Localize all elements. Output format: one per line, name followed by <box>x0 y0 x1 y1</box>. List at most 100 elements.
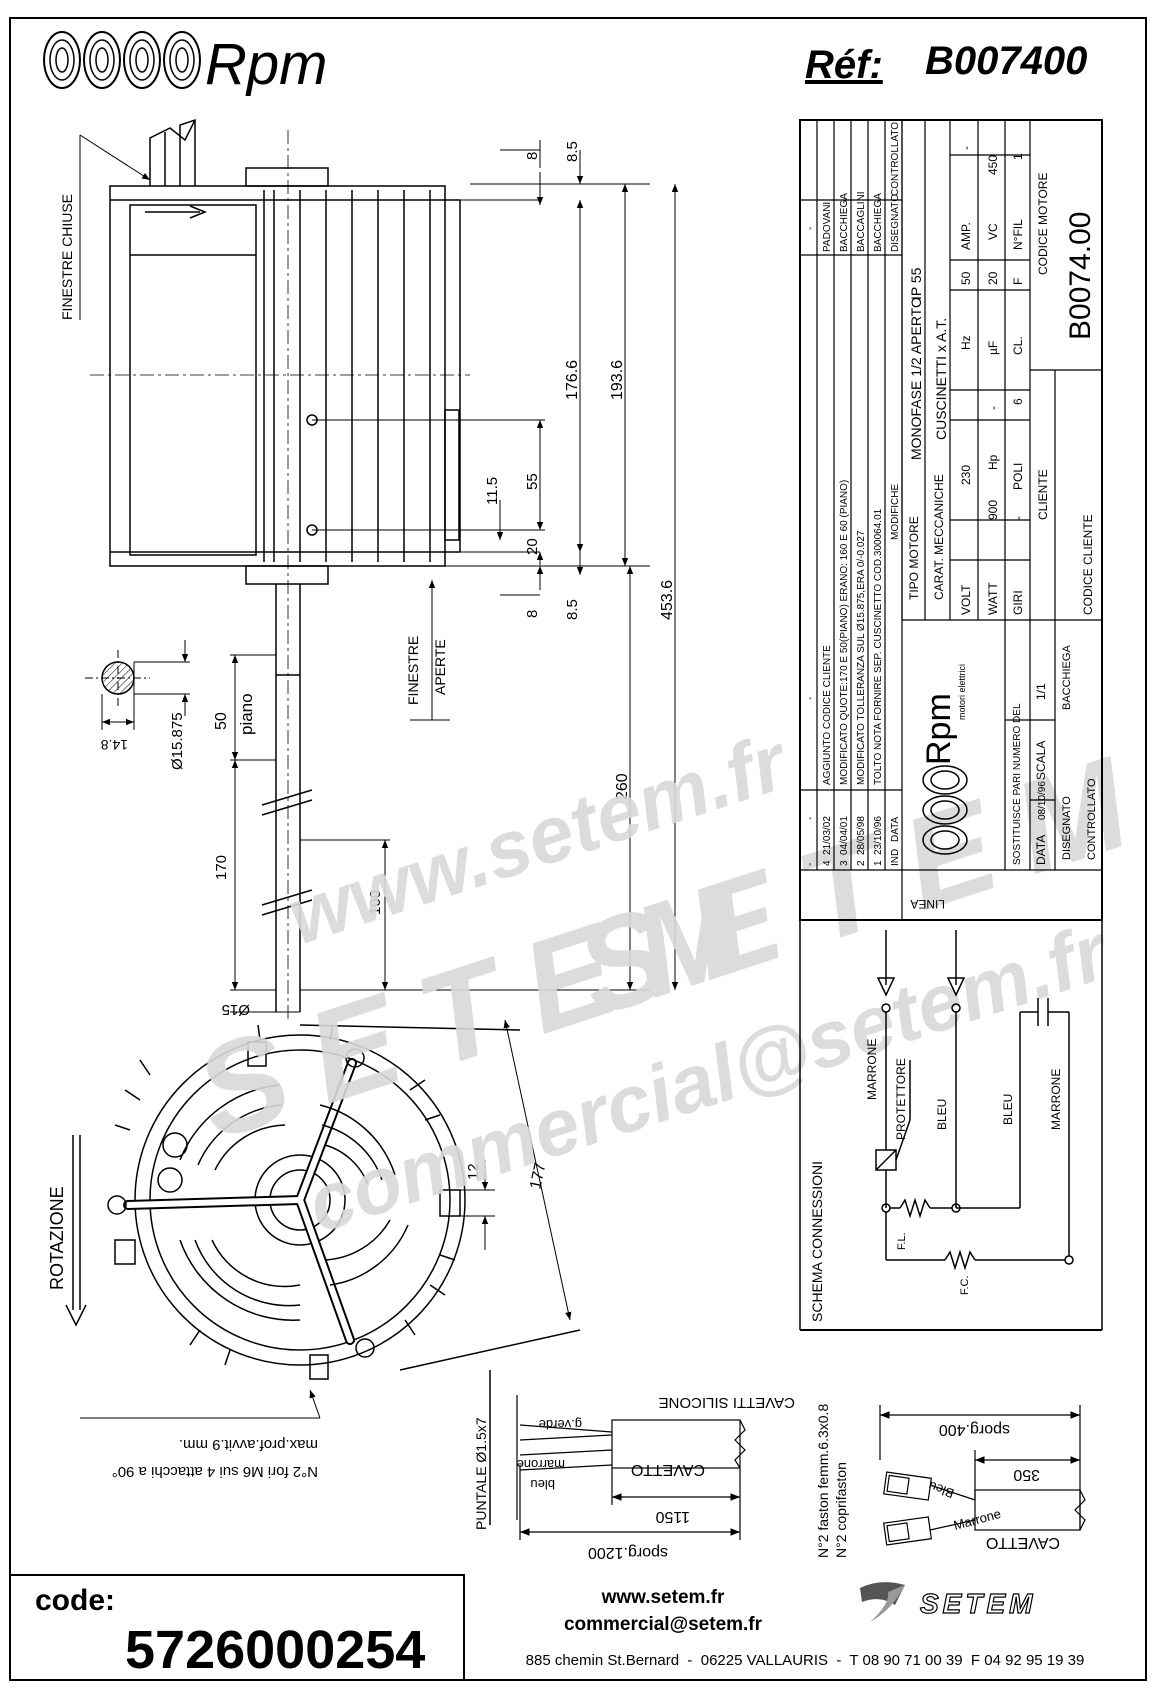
faston-sporg-400: sporg.400 <box>939 1421 1010 1438</box>
volt-value: 230 <box>959 465 973 485</box>
hz-label: Hz <box>959 335 973 350</box>
code-value: 5726000254 <box>125 1620 425 1680</box>
schema-marrone-1: MARRONE <box>865 1039 879 1100</box>
ref-label: Réf: <box>805 43 883 87</box>
mod-by-1: PADOVANI <box>822 202 833 252</box>
mod-by-2: BACCHIEGA <box>839 193 850 252</box>
dim-8-5-bottom: 8.5 <box>564 599 581 620</box>
cable-bleu: bleu <box>530 1477 555 1492</box>
cable-gverde: g.verde <box>539 1417 582 1432</box>
sheet-border <box>9 17 1147 1681</box>
scala-label: SCALA <box>1034 741 1048 780</box>
faston-line-2: N°2 coprifaston <box>833 1462 849 1558</box>
footer-email: commercial@setem.fr <box>564 1614 763 1635</box>
nfil-value: 1 <box>1011 153 1025 160</box>
cable-marrone: marrone <box>517 1457 565 1472</box>
setem-logo: SETEM <box>860 1582 1036 1622</box>
giri-value: - <box>1011 516 1025 520</box>
disegnato-label: DISEGNATO <box>1061 796 1073 860</box>
mod-header-ind: IND <box>890 849 901 866</box>
uf-label: µF <box>986 341 1000 355</box>
faston-line-1: N°2 faston femm.6.3x0.8 <box>815 1404 831 1558</box>
cable-puntale: PUNTALE Ø1.5x7 <box>473 1417 489 1530</box>
controllato-label: CONTROLLATO <box>1086 778 1098 860</box>
aperte-label: APERTE <box>432 639 448 695</box>
mod-header-disegnato: DISEGNATO <box>890 194 901 252</box>
data-label: DATA <box>1034 835 1048 865</box>
mod-by-4: BACCHIEGA <box>873 193 884 252</box>
dim-453-6: 453.6 <box>659 580 676 620</box>
watermark: www.setem.fr SETEM SETEM commercial@sete… <box>179 716 1158 1250</box>
carat-label: CARAT. MECCANICHE <box>932 474 946 600</box>
mod-text-0: - <box>805 697 816 700</box>
cable-title: CAVETTI SILICONE <box>659 1394 795 1411</box>
mod-text-4: TOLTO NOTA FORNIRE SEP. CUSCINETTO COD.3… <box>873 508 884 785</box>
schema-fc: F.C. <box>959 1275 971 1295</box>
cl-value: F <box>1011 278 1025 285</box>
finestre-chiuse-leader <box>79 134 151 320</box>
volt-label: VOLT <box>959 584 973 615</box>
rpm-header-logo <box>43 31 201 89</box>
faston-bleu: Bleu <box>926 1478 956 1501</box>
holes-note: N°2 fori M6 sui 4 attacchi a 90° <box>112 1463 318 1480</box>
title-block <box>799 119 1103 921</box>
code-label: code: <box>35 1584 115 1617</box>
codice-motore-label: CODICE MOTORE <box>1036 173 1050 275</box>
dim-170: 170 <box>213 855 230 880</box>
cable-sporg-1200: sporg.1200 <box>588 1544 668 1561</box>
dim-14-8: 14.8 <box>101 737 128 753</box>
motor-side-view <box>90 118 470 1020</box>
schema-linea: LINEA <box>910 897 945 911</box>
faston-cavetto: CAVETTO <box>986 1534 1060 1551</box>
mod-text-3: MODIFICATO TOLLERANZA SUL Ø15.875,ERA 0/… <box>856 530 867 785</box>
dim-11-5: 11.5 <box>484 477 501 505</box>
tipo-motore-label: TIPO MOTORE <box>907 516 921 600</box>
finestre-chiuse-label: FINESTRE CHIUSE <box>59 194 75 320</box>
dim-12: 12 <box>465 1163 482 1180</box>
modifiche-table: - - - - 4 21/03/02 AGGIUNTO CODICE CLIEN… <box>805 122 901 866</box>
faston-marrone: Marrone <box>952 1506 1003 1533</box>
mod-text-2: MODIFICATO QUOTE:170 E 50(PIANO) ERANO: … <box>839 480 850 785</box>
motor-data: TIPO MOTORE MONOFASE 1/2 APERTO IP 55 CA… <box>907 146 1098 865</box>
poli-label: POLI <box>1011 463 1025 490</box>
cable-1150: 1150 <box>655 1508 690 1525</box>
mod-ind-2: 3 <box>839 860 850 866</box>
max-prof-label: max.prof.avvit.9 mm. <box>179 1436 318 1453</box>
disegnato-value: BACCHIEGA <box>1061 645 1073 710</box>
nfil-label: N°FIL <box>1011 219 1025 250</box>
title-block-rpm: Rpm <box>920 693 958 765</box>
dim-8-top: 8 <box>524 152 541 160</box>
mod-data-0: - <box>805 817 816 820</box>
scala-value: 1/1 <box>1034 683 1048 700</box>
wiring-schema <box>799 920 1103 1331</box>
mod-data-1: 21/03/02 <box>822 816 833 855</box>
dimension-lines-side <box>230 140 679 1013</box>
piano-label: piano <box>237 693 256 735</box>
footer-address: 885 chemin St.Bernard - 06225 VALLAURIS … <box>526 1652 1085 1669</box>
hp-value: - <box>986 406 1000 410</box>
rotazione-label: ROTAZIONE <box>47 1186 67 1290</box>
dim-d15: Ø15 <box>222 1001 250 1018</box>
vc-value: 450 <box>986 155 1000 175</box>
mod-by-0: - <box>805 227 816 230</box>
amp-label: AMP. <box>959 222 973 250</box>
data-value: 08/10/96 <box>1037 781 1048 820</box>
watt-label: WATT <box>986 582 1000 615</box>
schema-title: SCHEMA CONNESSIONI <box>809 1161 825 1322</box>
mod-ind-3: 2 <box>856 860 867 866</box>
schema-bleu-2: BLEU <box>1001 1094 1015 1125</box>
dim-176-6: 176.6 <box>564 360 581 400</box>
mod-ind-4: 1 <box>873 860 884 866</box>
dim-260: 260 <box>614 773 631 800</box>
dim-55: 55 <box>524 473 541 490</box>
setem-logo-text: SETEM <box>920 1588 1036 1619</box>
schema-labels: LINEA MARRONE PROTETTORE BLEU BLEU MARRO… <box>865 897 1063 1295</box>
schema-protettore: PROTETTORE <box>894 1058 908 1140</box>
vc-label: VC <box>986 223 1000 240</box>
codice-motore-value: B0074.00 <box>1064 212 1097 340</box>
mod-ind-0: - <box>805 863 816 866</box>
mod-ind-1: 4 <box>822 860 833 866</box>
dim-177: 177 <box>527 1161 549 1191</box>
mod-header-data: DATA <box>890 816 901 842</box>
